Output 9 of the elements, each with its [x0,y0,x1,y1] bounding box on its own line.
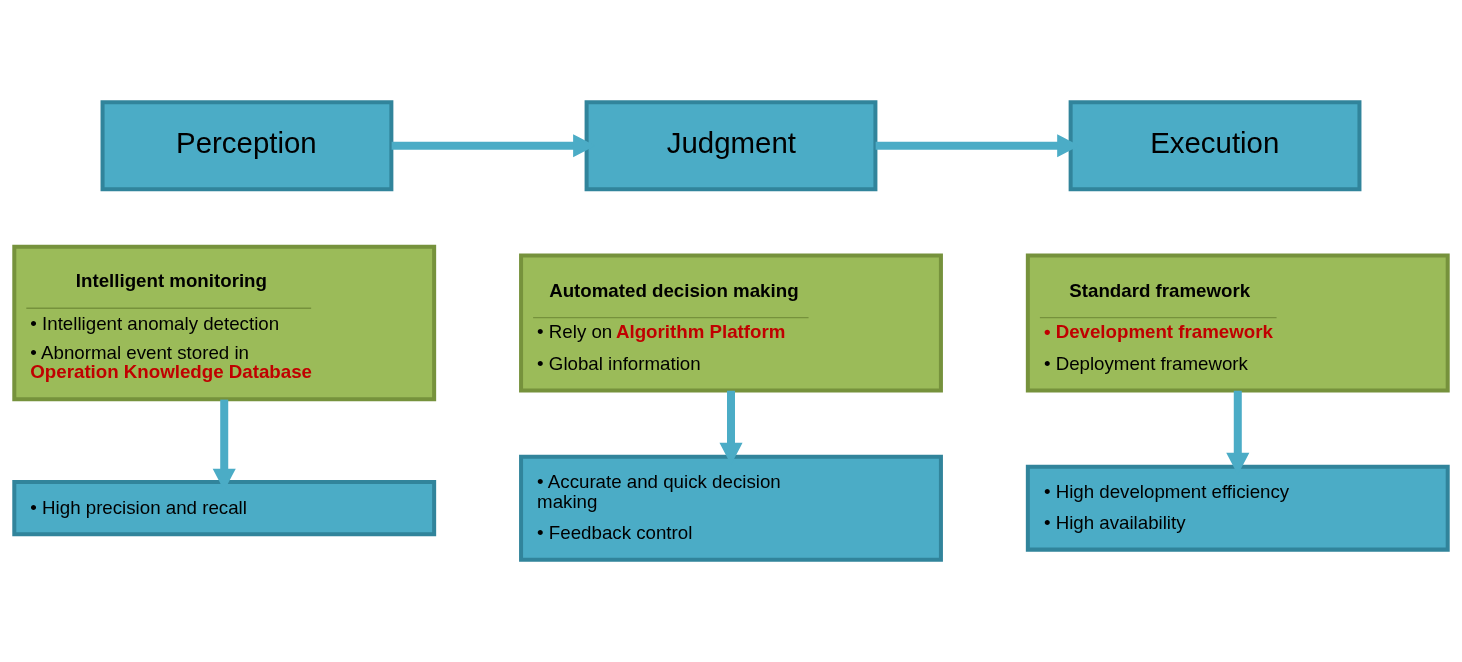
node-box: Standard framework • Development framework • Deployment framework [1025,253,1450,393]
node-box: • High development efficiency • High availability [1025,464,1450,552]
node-box: • Accurate and quick decision making • Feedback control [519,454,943,562]
node-box: • High precision and recall [12,480,437,537]
node-box: Perception [100,100,394,192]
node-box: Automated decision making • Rely on Algorithm Platform • Global information [519,253,943,393]
node-box: Intelligent monitoring • Intelligent anomaly detection • Abnormal event stored in Operation Knowledge Database [12,244,437,402]
node-box: Execution [1068,100,1362,192]
node-box: Judgment [584,100,878,192]
